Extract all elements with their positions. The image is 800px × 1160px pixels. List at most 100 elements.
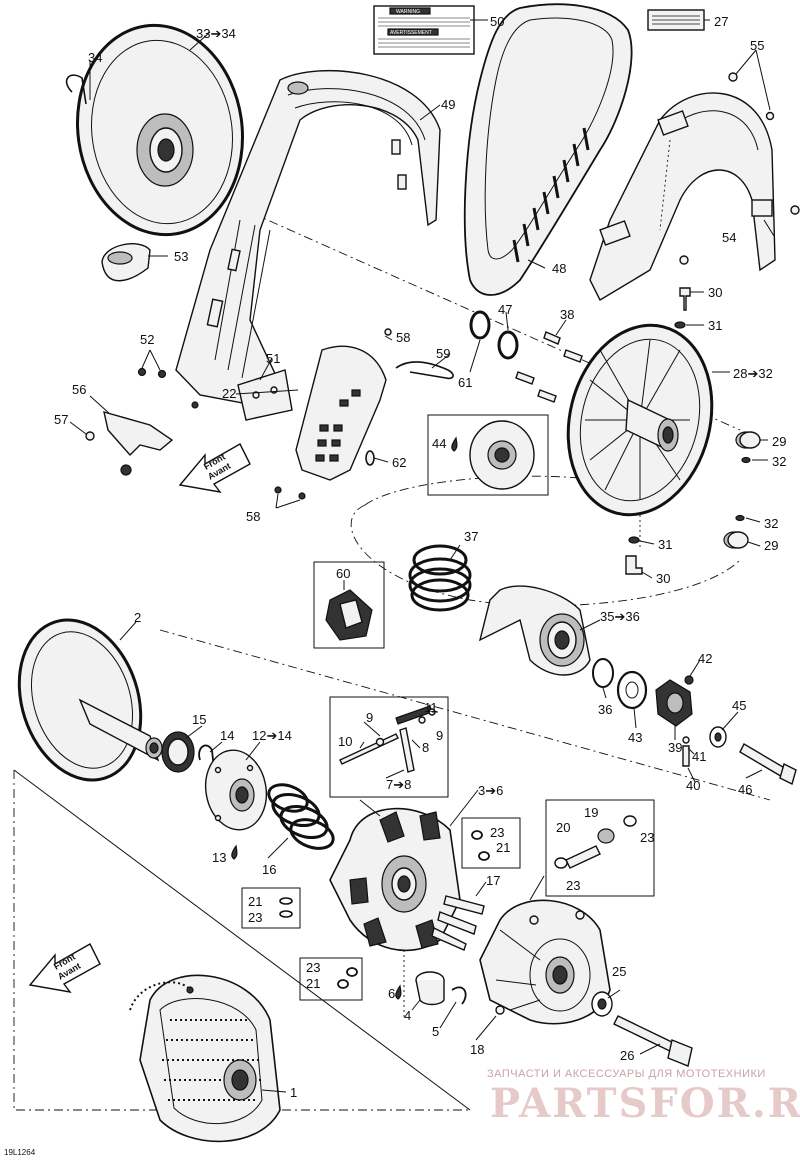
callout-39: 39 — [668, 740, 682, 755]
callout-59: 59 — [436, 346, 450, 361]
screws-30-31 — [625, 287, 691, 575]
warning-header: WARNING — [396, 9, 420, 15]
spring-37 — [408, 544, 472, 612]
bracket-51 — [237, 369, 293, 421]
callout-52: 52 — [140, 332, 154, 347]
spring-16 — [267, 783, 335, 850]
kit-box-44 — [427, 414, 549, 496]
callout-8: 8 — [422, 740, 429, 755]
callout-30b: 30 — [656, 571, 670, 586]
callout-2: 2 — [134, 610, 141, 625]
callout-28-32: 28➔32 — [733, 366, 773, 381]
callout-55: 55 — [750, 38, 764, 53]
callout-35-36: 35➔36 — [600, 609, 640, 624]
drop-icon-13 — [231, 844, 238, 860]
bolt-46 — [739, 743, 797, 786]
callout-31b: 31 — [658, 537, 672, 552]
callout-20: 20 — [556, 820, 570, 835]
callout-21b: 21 — [248, 894, 262, 909]
callout-26: 26 — [620, 1048, 634, 1063]
callout-50: 50 — [490, 14, 504, 29]
front-arrow-bottom: Front Avant — [28, 943, 101, 993]
callout-22: 22 — [222, 386, 236, 401]
callout-21c: 21 — [306, 976, 320, 991]
cover-18 — [479, 899, 611, 1025]
callout-47: 47 — [498, 302, 512, 317]
kit-box-23-21-a — [461, 817, 521, 869]
callout-33-34: 33➔34 — [196, 26, 236, 41]
callout-27: 27 — [714, 14, 728, 29]
callout-40: 40 — [686, 778, 700, 793]
clutch-assembly-1 — [129, 974, 281, 1143]
callout-32a: 32 — [772, 454, 786, 469]
callout-58a: 58 — [396, 330, 410, 345]
callout-43: 43 — [628, 730, 642, 745]
belt-guard-bracket-49 — [175, 70, 441, 411]
callout-42: 42 — [698, 651, 712, 666]
callout-60: 60 — [336, 566, 350, 581]
rollers-29 — [723, 431, 761, 549]
screw-42 — [684, 675, 694, 685]
front-arrow-top: Front Avant — [178, 443, 251, 493]
callout-16: 16 — [262, 862, 276, 877]
callout-1: 1 — [290, 1085, 297, 1100]
bracket-22 — [274, 328, 392, 500]
callout-23d: 23 — [640, 830, 654, 845]
callout-5: 5 — [432, 1024, 439, 1039]
driven-pulley-28 — [566, 323, 714, 517]
retaining-ring-34 — [65, 74, 87, 105]
callout-9a: 9 — [366, 710, 373, 725]
callout-7-8: 7➔8 — [386, 777, 411, 792]
screws-52 — [137, 367, 199, 409]
callout-18: 18 — [470, 1042, 484, 1057]
callout-17: 17 — [486, 873, 500, 888]
callout-23e: 23 — [566, 878, 580, 893]
washer-43 — [616, 670, 648, 710]
callout-53: 53 — [174, 249, 188, 264]
callout-3-6: 3➔6 — [478, 783, 503, 798]
drawing-code: 19L1264 — [4, 1148, 36, 1157]
drop-icon-6 — [395, 984, 402, 1000]
callout-49: 49 — [441, 97, 455, 112]
callout-12-14: 12➔14 — [252, 728, 292, 743]
callout-46: 46 — [738, 782, 752, 797]
callout-58b: 58 — [246, 509, 260, 524]
spider-housing-3 — [329, 807, 485, 952]
ring-36 — [592, 658, 614, 688]
pad-53 — [101, 243, 151, 282]
callout-45: 45 — [732, 698, 746, 713]
callout-15: 15 — [192, 712, 206, 727]
callout-32b: 32 — [764, 516, 778, 531]
bearing-15 — [161, 731, 195, 773]
callout-62: 62 — [392, 455, 406, 470]
clip-62 — [365, 450, 375, 466]
callout-41: 41 — [692, 749, 706, 764]
bolts-38 — [515, 331, 583, 403]
screw-40-41 — [682, 736, 690, 767]
watermark-logo: PARTSFOR.RU — [490, 1080, 800, 1127]
ring-5 — [451, 986, 467, 1005]
callout-29b: 29 — [764, 538, 778, 553]
clip-59 — [395, 361, 454, 380]
assembly-axis-lines — [13, 189, 771, 1111]
callout-57: 57 — [54, 412, 68, 427]
drive-sheave-2 — [17, 618, 163, 782]
callout-11: 11 — [424, 700, 438, 715]
nut-39 — [655, 679, 693, 727]
callout-14: 14 — [220, 728, 234, 743]
latch-56 — [85, 411, 174, 476]
callout-56: 56 — [72, 382, 86, 397]
spider-plate-12 — [204, 749, 268, 860]
drive-belt-48 — [463, 3, 633, 296]
leader-lines — [69, 19, 775, 1093]
kit-box-23-21-c — [299, 957, 363, 1001]
decal-27 — [647, 9, 705, 31]
callout-23b: 23 — [248, 910, 262, 925]
callout-34: 34 — [88, 50, 102, 65]
callout-19: 19 — [584, 805, 598, 820]
callout-4: 4 — [404, 1008, 411, 1023]
drop-icon — [451, 436, 458, 452]
warning-label-50: WARNING AVERTISSEMENT — [373, 5, 475, 55]
callout-44: 44 — [432, 436, 446, 451]
washer-45 — [709, 726, 727, 748]
